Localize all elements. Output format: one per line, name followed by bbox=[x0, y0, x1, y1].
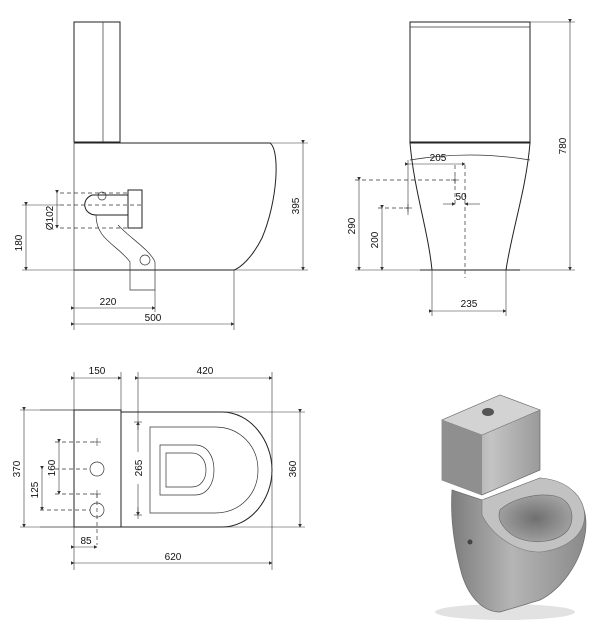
render-cistern-side bbox=[442, 420, 482, 495]
top-cistern-outline bbox=[73, 409, 122, 528]
render-flush-button bbox=[482, 408, 494, 416]
dim-85-label: 85 bbox=[80, 536, 92, 547]
dim-235-label: 235 bbox=[461, 299, 478, 310]
dim-395-label: 395 bbox=[291, 197, 302, 214]
dim-150-label: 150 bbox=[89, 366, 106, 377]
dim-125-label: 125 bbox=[30, 481, 41, 498]
side-fixing-hole bbox=[139, 254, 151, 266]
front-cistern-outline bbox=[409, 21, 531, 143]
side-trap bbox=[95, 214, 156, 291]
product-render bbox=[435, 394, 587, 620]
top-bowl-waterline bbox=[165, 452, 207, 488]
dim-180-label: 180 bbox=[14, 234, 25, 251]
dim-500-label: 500 bbox=[145, 313, 162, 324]
dim-200-label: 200 bbox=[370, 231, 381, 248]
render-shadow bbox=[435, 604, 575, 620]
render-fixing-dot bbox=[467, 539, 473, 545]
top-hole-middle bbox=[89, 461, 105, 477]
dim-50-label: 50 bbox=[455, 192, 467, 203]
dim-360-label: 360 bbox=[288, 460, 299, 477]
dim-265-label: 265 bbox=[134, 459, 145, 476]
front-bowl-outline bbox=[409, 142, 531, 271]
front-bowl-rim bbox=[409, 154, 531, 161]
dim-420-label: 420 bbox=[197, 366, 214, 377]
dim-780-label: 780 bbox=[558, 137, 569, 154]
render-bowl-inner bbox=[498, 494, 573, 543]
top-bowl-opening bbox=[159, 444, 215, 496]
side-bowl-outline bbox=[74, 142, 277, 271]
dim-265-label-bg bbox=[128, 452, 146, 484]
front-view: 205 50 290 200 780 235 bbox=[347, 19, 575, 316]
side-cistern-outline bbox=[73, 21, 121, 143]
top-view: 150 420 370 160 125 265 360 85 bbox=[12, 366, 305, 570]
dim-160-label: 160 bbox=[47, 459, 58, 476]
top-bowl-rim bbox=[149, 426, 259, 514]
top-bowl-outline bbox=[121, 411, 273, 528]
dim-102-label: Ø102 bbox=[45, 205, 56, 230]
dim-290-label: 290 bbox=[347, 217, 358, 234]
side-inlet-ring bbox=[97, 191, 107, 201]
dim-220-label: 220 bbox=[100, 297, 117, 308]
side-outlet-pipe bbox=[84, 194, 129, 216]
side-view: 395 180 Ø102 220 500 bbox=[14, 21, 308, 330]
dim-205-label: 205 bbox=[430, 153, 447, 164]
dim-370-label: 370 bbox=[12, 460, 23, 477]
dim-620-label: 620 bbox=[165, 552, 182, 563]
side-outlet-flange bbox=[127, 189, 143, 229]
